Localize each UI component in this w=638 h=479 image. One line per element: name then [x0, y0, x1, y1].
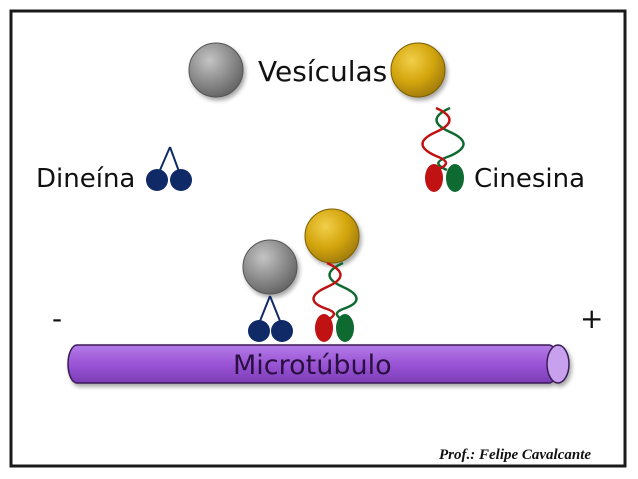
dynein-label: Dineína [36, 164, 135, 194]
kinesin-motor [421, 106, 465, 192]
microtubule [67, 344, 570, 384]
dynein-motor [146, 146, 192, 191]
dynein-on-microtubule [248, 295, 293, 342]
vesicle-gray-on-dynein [242, 239, 298, 295]
microtubule-label: Microtúbulo [233, 350, 392, 381]
plus-end-label: + [580, 302, 603, 335]
vesicles-label: Vesículas [258, 55, 387, 88]
vesicle-gold [390, 42, 446, 98]
vesicle-gold-on-kinesin [304, 208, 360, 264]
frame-border [9, 9, 627, 468]
kinesin-label: Cinesina [474, 164, 585, 194]
minus-end-label: - [52, 302, 62, 335]
credit-label: Prof.: Felipe Cavalcante [439, 447, 591, 463]
vesicle-gray [188, 42, 244, 98]
kinesin-on-microtubule [312, 261, 358, 342]
